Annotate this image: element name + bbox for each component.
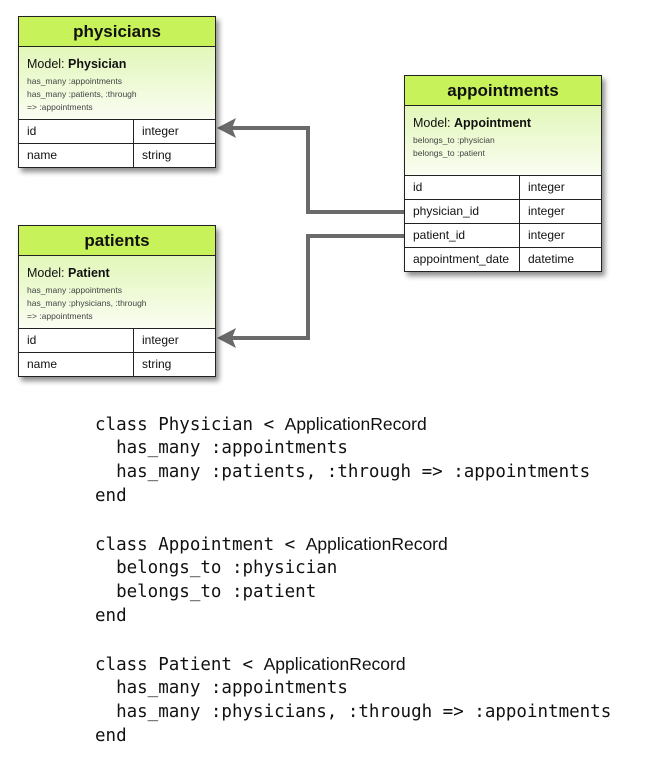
code-line: class Patient < ApplicationRecord bbox=[95, 652, 611, 676]
physician-arrow-icon bbox=[217, 118, 236, 138]
physicians-table: physicians Model: Physician has_many :ap… bbox=[18, 16, 216, 168]
column-type: string bbox=[142, 357, 172, 371]
code-blank-line bbox=[95, 508, 611, 532]
model-line: Model: Patient bbox=[27, 266, 207, 280]
patients-table: patients Model: Patient has_many :appoin… bbox=[18, 225, 216, 377]
column-name: patient_id bbox=[405, 224, 520, 247]
column-row: patient_id integer bbox=[405, 224, 601, 248]
code-line: has_many :patients, :through => :appoint… bbox=[95, 462, 591, 482]
column-name: id bbox=[19, 120, 134, 143]
model-name: Appointment bbox=[454, 116, 532, 130]
appointments-table: appointments Model: Appointment belongs_… bbox=[404, 75, 602, 272]
model-name: Patient bbox=[68, 266, 110, 280]
column-row: id integer bbox=[19, 120, 215, 144]
code-line: has_many :physicians, :through => :appoi… bbox=[95, 702, 612, 722]
association-line: has_many :physicians, :through bbox=[27, 298, 147, 308]
column-type: integer bbox=[142, 333, 179, 347]
column-type: integer bbox=[528, 228, 565, 242]
association-line: => :appointments bbox=[27, 311, 93, 321]
code-line: end bbox=[95, 606, 127, 626]
code-line: belongs_to :physician bbox=[95, 558, 338, 578]
column-name: id bbox=[405, 176, 520, 199]
code-text: class Physician < bbox=[95, 415, 285, 435]
table-title: patients bbox=[19, 226, 215, 256]
code-blank-line bbox=[95, 628, 611, 652]
column-row: id integer bbox=[405, 176, 601, 200]
association-line: belongs_to :patient bbox=[413, 148, 485, 158]
code-line: class Appointment < ApplicationRecord bbox=[95, 532, 611, 556]
column-type: integer bbox=[142, 124, 179, 138]
physician-id-connector bbox=[232, 126, 405, 214]
table-title: physicians bbox=[19, 17, 215, 47]
model-label: Model: bbox=[413, 116, 451, 130]
model-line: Model: Physician bbox=[27, 57, 207, 71]
code-line: end bbox=[95, 726, 127, 746]
column-type: integer bbox=[528, 204, 565, 218]
column-name: appointment_date bbox=[405, 248, 520, 271]
code-listing: class Physician < ApplicationRecord has_… bbox=[95, 412, 611, 748]
base-class-name: ApplicationRecord bbox=[284, 414, 427, 434]
column-name: name bbox=[19, 353, 134, 376]
column-name: id bbox=[19, 329, 134, 352]
code-line: has_many :appointments bbox=[95, 678, 348, 698]
column-row: appointment_date datetime bbox=[405, 248, 601, 271]
table-title: appointments bbox=[405, 76, 601, 106]
base-class-name: ApplicationRecord bbox=[305, 534, 448, 554]
column-type: string bbox=[142, 148, 172, 162]
column-type: datetime bbox=[528, 252, 575, 266]
model-line: Model: Appointment bbox=[413, 116, 593, 130]
code-text: class Patient < bbox=[95, 655, 264, 675]
column-row: id integer bbox=[19, 329, 215, 353]
code-line: belongs_to :patient bbox=[95, 582, 317, 602]
association-line: has_many :appointments bbox=[27, 285, 122, 295]
model-info: Model: Patient has_many :appointments ha… bbox=[19, 256, 215, 329]
model-name: Physician bbox=[68, 57, 127, 71]
column-row: physician_id integer bbox=[405, 200, 601, 224]
code-line: has_many :appointments bbox=[95, 438, 348, 458]
model-info: Model: Physician has_many :appointments … bbox=[19, 47, 215, 120]
column-row: name string bbox=[19, 353, 215, 376]
association-line: has_many :patients, :through bbox=[27, 89, 137, 99]
patient-id-connector bbox=[232, 234, 405, 340]
code-line: end bbox=[95, 486, 127, 506]
association-line: has_many :appointments bbox=[27, 76, 122, 86]
model-label: Model: bbox=[27, 57, 65, 71]
column-name: physician_id bbox=[405, 200, 520, 223]
association-line: belongs_to :physician bbox=[413, 135, 495, 145]
model-label: Model: bbox=[27, 266, 65, 280]
base-class-name: ApplicationRecord bbox=[263, 654, 406, 674]
patient-arrow-icon bbox=[217, 328, 236, 348]
column-name: name bbox=[19, 144, 134, 167]
code-text: class Appointment < bbox=[95, 535, 306, 555]
model-info: Model: Appointment belongs_to :physician… bbox=[405, 106, 601, 176]
association-line: => :appointments bbox=[27, 102, 93, 112]
column-row: name string bbox=[19, 144, 215, 167]
column-type: integer bbox=[528, 180, 565, 194]
code-line: class Physician < ApplicationRecord bbox=[95, 412, 611, 436]
